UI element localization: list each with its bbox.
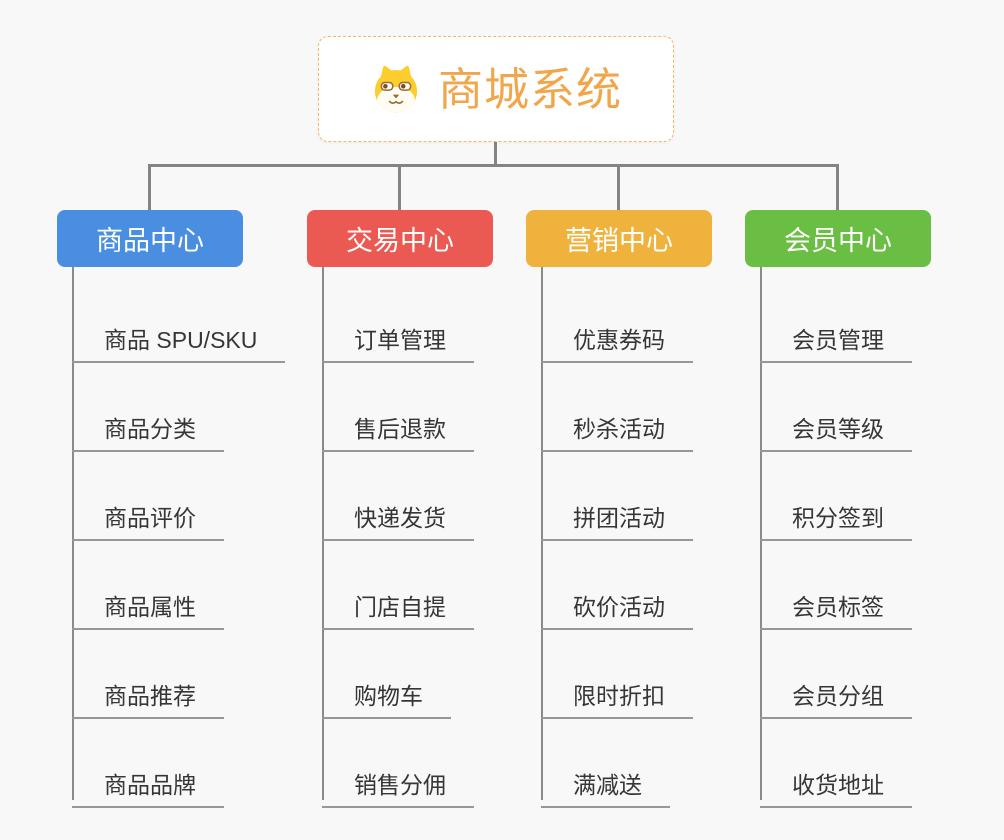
branch-label: 交易中心 — [346, 226, 454, 256]
child-item[interactable]: 收货地址 — [760, 760, 912, 808]
connector-branch-trunk — [760, 267, 762, 800]
child-item-label: 售后退款 — [354, 416, 446, 443]
child-item[interactable]: 满减送 — [541, 760, 670, 808]
child-item-label: 订单管理 — [354, 327, 446, 354]
child-item-label: 限时折扣 — [573, 683, 665, 710]
child-item-label: 商品评价 — [104, 505, 196, 532]
child-item[interactable]: 优惠券码 — [541, 315, 693, 363]
child-item-label: 商品属性 — [104, 594, 196, 621]
child-item-label: 会员标签 — [792, 594, 884, 621]
child-item[interactable]: 门店自提 — [322, 582, 474, 630]
child-item-label: 积分签到 — [792, 505, 884, 532]
child-item[interactable]: 会员标签 — [760, 582, 912, 630]
child-item[interactable]: 商品 SPU/SKU — [72, 315, 286, 363]
child-item-label: 收货地址 — [792, 772, 884, 799]
child-item-label: 商品推荐 — [104, 683, 196, 710]
root-node[interactable]: 商城系统 — [318, 36, 674, 142]
child-item-label: 快递发货 — [354, 505, 446, 532]
child-item[interactable]: 会员等级 — [760, 404, 912, 452]
child-item-label: 会员等级 — [792, 416, 884, 443]
child-item-label: 商品品牌 — [104, 772, 196, 799]
child-item[interactable]: 砍价活动 — [541, 582, 693, 630]
child-item[interactable]: 商品品牌 — [72, 760, 224, 808]
child-item[interactable]: 商品属性 — [72, 582, 224, 630]
child-item[interactable]: 快递发货 — [322, 493, 474, 541]
child-item[interactable]: 商品分类 — [72, 404, 224, 452]
child-item-label: 会员分组 — [792, 683, 884, 710]
child-item[interactable]: 销售分佣 — [322, 760, 474, 808]
child-item-label: 优惠券码 — [573, 327, 665, 354]
child-item[interactable]: 订单管理 — [322, 315, 474, 363]
child-item[interactable]: 会员管理 — [760, 315, 912, 363]
connector-branch-drop — [836, 164, 839, 210]
branch-label: 营销中心 — [565, 226, 673, 256]
child-item-label: 门店自提 — [354, 594, 446, 621]
child-item-label: 拼团活动 — [573, 505, 665, 532]
connector-branch-drop — [148, 164, 151, 210]
connector-branch-trunk — [322, 267, 324, 800]
connector-branch-drop — [617, 164, 620, 210]
branch-label: 会员中心 — [784, 226, 892, 256]
child-item[interactable]: 商品评价 — [72, 493, 224, 541]
child-item[interactable]: 秒杀活动 — [541, 404, 693, 452]
child-item[interactable]: 购物车 — [322, 671, 451, 719]
child-item-label: 秒杀活动 — [573, 416, 665, 443]
connector-branch-trunk — [72, 267, 74, 800]
branch-header[interactable]: 营销中心 — [526, 210, 712, 267]
connector-branch-drop — [398, 164, 401, 210]
child-item[interactable]: 积分签到 — [760, 493, 912, 541]
branch-header[interactable]: 商品中心 — [57, 210, 243, 267]
child-item-label: 商品分类 — [104, 416, 196, 443]
branch-label: 商品中心 — [96, 226, 204, 256]
child-item[interactable]: 商品推荐 — [72, 671, 224, 719]
connector-branch-trunk — [541, 267, 543, 800]
child-item-label: 会员管理 — [792, 327, 884, 354]
connector-horizontal — [148, 164, 839, 167]
child-item-label: 商品 SPU/SKU — [104, 327, 258, 354]
child-item[interactable]: 拼团活动 — [541, 493, 693, 541]
child-item-label: 砍价活动 — [573, 594, 665, 621]
child-item[interactable]: 会员分组 — [760, 671, 912, 719]
child-item[interactable]: 限时折扣 — [541, 671, 693, 719]
child-item-label: 购物车 — [354, 683, 423, 710]
connector-root-stub — [494, 142, 497, 166]
dog-face-icon — [374, 65, 418, 113]
root-title: 商城系统 — [437, 63, 622, 115]
child-item[interactable]: 售后退款 — [322, 404, 474, 452]
branch-header[interactable]: 交易中心 — [307, 210, 493, 267]
child-item-label: 满减送 — [573, 772, 642, 799]
branch-header[interactable]: 会员中心 — [745, 210, 931, 267]
child-item-label: 销售分佣 — [354, 772, 446, 799]
